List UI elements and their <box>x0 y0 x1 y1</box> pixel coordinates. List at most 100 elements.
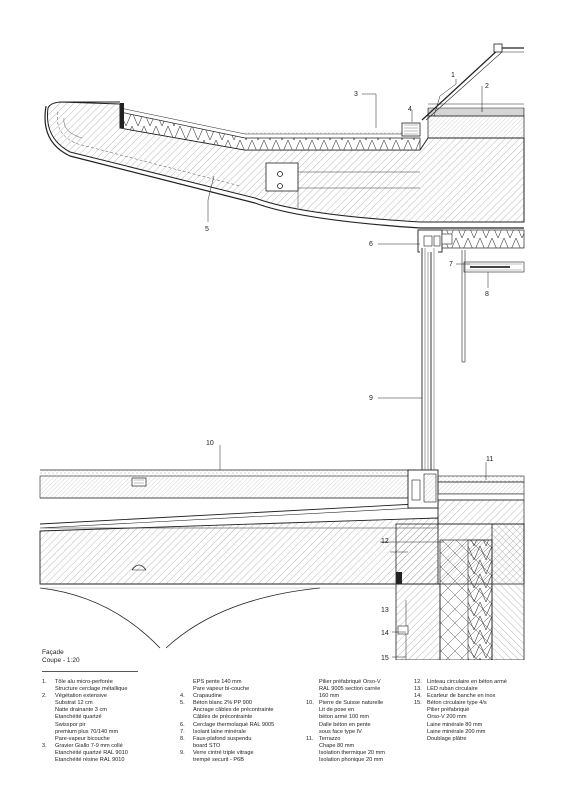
legend-line: 3.Gravier Giallo 7-9 mm collé <box>42 743 128 750</box>
legend-line: Orso-V 200 mm <box>414 714 507 721</box>
legend-number <box>42 722 55 729</box>
legend-line: Pilier préfabriqué <box>414 707 507 714</box>
legend-line: béton armé 100 mm <box>306 714 385 721</box>
legend-number <box>306 679 319 686</box>
callout-12: 12 <box>381 538 389 545</box>
drain-element <box>401 122 421 137</box>
legend-text: Lit de pose en <box>319 707 355 714</box>
legend-line: Etanchéité résine RAL 9010 <box>42 757 128 764</box>
legend-number: 5. <box>180 700 185 707</box>
callout-4: 4 <box>408 106 412 113</box>
legend-number: 2. <box>42 693 47 700</box>
glazing-column <box>420 248 466 478</box>
legend-number <box>414 729 427 736</box>
legend-line: Structure cerclage métallique <box>42 686 128 693</box>
legend-text: Isolant laine minérale <box>193 728 246 735</box>
legend-line: Doublage plâtre <box>414 736 507 743</box>
legend-number <box>180 686 193 693</box>
legend-line: 1.Tôle alu micro-perforée <box>42 679 128 686</box>
leader-lines <box>207 79 489 658</box>
legend-text: Doublage plâtre <box>427 735 467 742</box>
legend-line: Substrat 12 cm <box>42 700 128 707</box>
legend-line: 7. Isolant laine minérale <box>180 729 274 736</box>
legend-text: Cerclage thermolaqué RAL 9005 <box>193 721 275 728</box>
legend-line: premium plus 70/140 mm <box>42 729 128 736</box>
legend-line: Pilier préfabriqué Orso-V <box>306 679 385 686</box>
legend-text: Pare vapeur bi-couche <box>193 686 250 693</box>
legend-text: Pierre de Suisse naturelle <box>319 700 384 707</box>
legend-text: Isolation phonique 20 mm <box>319 757 384 764</box>
anchor-plate <box>265 162 420 208</box>
legend-line: Lit de pose en <box>306 707 385 714</box>
legend-text: Ancrage câbles de précontrainte <box>193 707 274 714</box>
legend-line: 160 mm <box>306 693 385 700</box>
legend-number <box>414 722 427 729</box>
legend-number: 1. <box>42 679 47 685</box>
legend-text: Ecarteur de banche en inox <box>427 693 496 700</box>
legend-text: Béton blanc 2% PP 900 <box>193 700 252 707</box>
callout-7: 7 <box>449 261 453 268</box>
legend-line: Ancrage câbles de précontrainte <box>180 707 274 714</box>
legend-line: 8. Faux-plafond suspendu <box>180 736 274 743</box>
legend-text: Laine minérale 80 mm <box>427 721 483 728</box>
legend-number: 13. <box>414 686 422 693</box>
legend-text: Natte drainante 3 cm <box>55 707 107 714</box>
legend-text: Swisspor pir <box>55 721 86 728</box>
legend-number <box>42 700 55 707</box>
legend-number <box>414 736 427 743</box>
legend-number: 8. <box>180 735 185 742</box>
caption-scale: Coupe - 1:20 <box>42 657 80 664</box>
legend-line: 10. Pierre de Suisse naturelle <box>306 700 385 707</box>
legend-text: Pilier préfabriqué <box>427 707 470 714</box>
legend-text: Faux-plafond suspendu <box>193 735 252 742</box>
legend-number <box>306 729 319 736</box>
lintel-and-column <box>395 523 525 660</box>
legend-text: Crapaudine <box>193 693 222 700</box>
legend-text: Chape 80 mm <box>319 742 355 749</box>
legend-number <box>180 757 193 764</box>
legend-line: Isolation thermique 20 mm <box>306 750 385 757</box>
callout-6: 6 <box>369 241 373 248</box>
legend-text: EPS pente 140 mm <box>193 679 242 685</box>
legend-line: Pare vapeur bi-couche <box>180 686 274 693</box>
legend-number <box>42 729 55 736</box>
legend-number <box>180 714 193 721</box>
floor-slab <box>39 469 439 585</box>
legend-line: Chape 80 mm <box>306 743 385 750</box>
legend-number: 7. <box>180 728 185 735</box>
legend-line: Câbles de précontrainte <box>180 714 274 721</box>
legend-line: 2.Végétation extensive <box>42 693 128 700</box>
callout-11: 11 <box>486 456 493 463</box>
legend-line: 9. Verre cintré triple vitrage <box>180 750 274 757</box>
legend-line: 4.Crapaudine <box>180 693 274 700</box>
legend-text: Verre cintré triple vitrage <box>193 749 254 756</box>
legend-number <box>180 743 193 750</box>
legend-text: premium plus 70/140 mm <box>55 728 119 735</box>
callout-3: 3 <box>354 91 358 98</box>
legend-text: béton armé 100 mm <box>319 714 370 721</box>
legend-number <box>42 686 55 693</box>
legend-number: 14. <box>414 693 422 700</box>
legend-number: 10. <box>306 700 314 707</box>
legend-text: Béton circulaire type 4/s <box>427 700 487 707</box>
legend-line: trempé securit - P6B <box>180 757 274 764</box>
legend-line: 14. Ecarteur de banche en inox <box>414 693 507 700</box>
legend-text: Pare-vapeur bicouche <box>55 735 110 742</box>
callout-9: 9 <box>369 395 373 402</box>
legend-number <box>42 750 55 757</box>
legend-number: 3. <box>42 742 47 749</box>
legend-number <box>306 693 319 700</box>
legend-number: 9. <box>180 749 185 756</box>
legend-line: Pare-vapeur bicouche <box>42 736 128 743</box>
legend-line: RAL 9005 section carrée <box>306 686 385 693</box>
legend-text: RAL 9005 section carrée <box>319 686 381 693</box>
legend-text: Pilier préfabriqué Orso-V <box>319 679 381 685</box>
legend-line: EPS pente 140 mm <box>180 679 274 686</box>
callout-10: 10 <box>206 440 214 447</box>
interior-floor <box>437 475 525 525</box>
legend-text: 160 mm <box>319 693 340 700</box>
section-drawing: 1 2 3 4 5 6 7 8 9 10 11 12 13 14 15 <box>39 43 525 660</box>
legend-line: Dalle béton en pente <box>306 722 385 729</box>
